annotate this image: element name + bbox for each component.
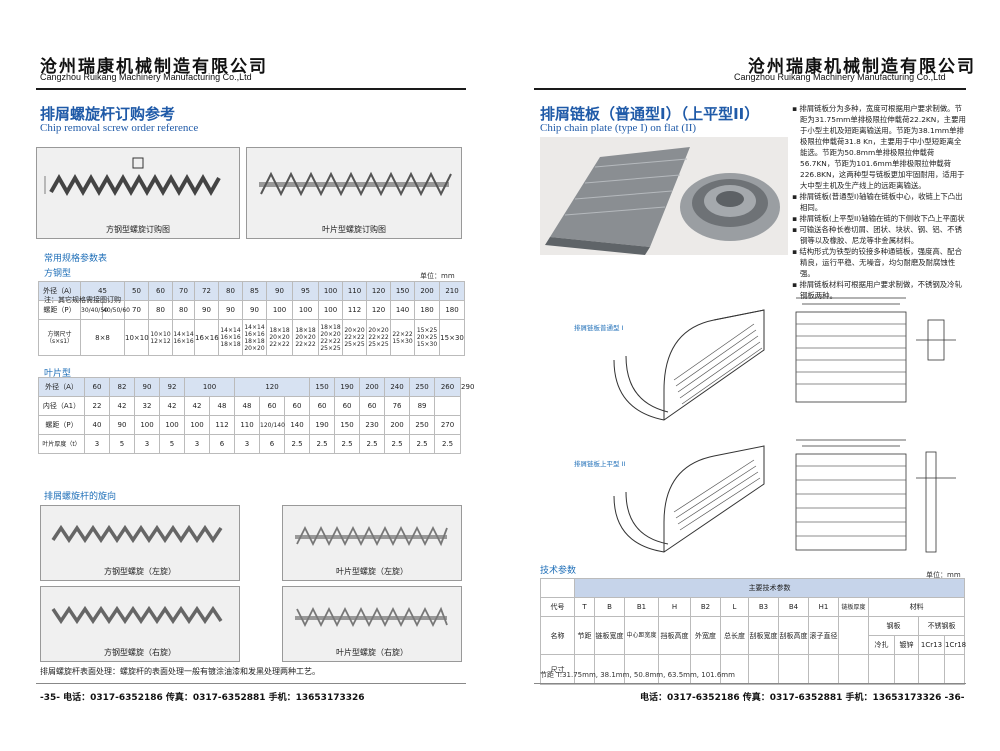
table-row: 外径（A） 60 82 90 92 100 120 150 190 200 24… — [38, 377, 474, 397]
blade-right-label: 叶片型螺旋（右旋） — [336, 648, 408, 657]
right-footer: 电话：0317-6352186 传真：0317-6352881 手机：13653… — [640, 693, 965, 703]
spec-table-heading: 常用规格参数表 — [44, 254, 108, 264]
table-row: 冷扎 镀锌 1Cr13 1Cr18 — [541, 635, 966, 655]
square-left-screw-drawing — [51, 524, 223, 544]
blade-left-rotation-panel: 叶片型螺旋（左旋） — [282, 505, 462, 581]
left-unit: 单位：mm — [420, 272, 455, 280]
blade-screw-order-panel: 叶片型螺旋订购图 — [246, 147, 462, 239]
square-right-rotation-panel: 方钢型螺旋（右旋） — [40, 586, 240, 662]
list-item: ▪ 排屑链板材料可根据用户要求制做，不锈钢及冷轧钢板两种。 — [792, 280, 962, 300]
square-screw-order-panel: 方钢型螺旋订购图 — [36, 147, 240, 239]
blade-spec-table: 外径（A） 60 82 90 92 100 120 150 190 200 24… — [38, 377, 474, 454]
blade-screw-drawing — [259, 171, 452, 197]
left-footer: -35- 电话：0317-6352186 传真：0317-6352881 手机：… — [40, 693, 365, 703]
tech-params-heading: 技术参数 — [540, 566, 577, 576]
table-row: 尺寸 — [540, 654, 966, 685]
rotation-heading: 排屑螺旋杆的旋向 — [44, 492, 117, 502]
chain-plate-photo-drawing — [545, 147, 780, 255]
list-item: ▪ 可输送各种长卷切屑、团状、块状、钢、铝、不锈钢等以及橡胶、尼龙等非金属材料。 — [792, 225, 962, 245]
left-company-en: Cangzhou Ruikang Machinery Manufacturing… — [40, 72, 252, 82]
left-section-title: 排屑螺旋杆订购参考 — [40, 105, 176, 123]
right-company-name: 沧州瑞康机械制造有限公司 — [748, 57, 976, 77]
tech-params-table: 主要技术参数 代号 T B B1 H B2 L B3 B4 H1 链板厚度 材料… — [540, 578, 966, 685]
table-row: 名称 节距 链板宽度 中心距宽度 挡板高度 外宽度 总长度 刮板宽度 刮板高度 … — [540, 616, 966, 655]
blade-right-screw-drawing — [295, 606, 448, 628]
chain-type-1-drawing — [613, 309, 765, 421]
table-row: 螺距（P） 40 90 100 100 100 112 110 120/140 … — [38, 415, 462, 435]
table-row: 代号 T B B1 H B2 L B3 B4 H1 链板厚度 材料 — [540, 597, 966, 617]
right-header-rule — [534, 88, 966, 90]
chain-plate-description: ▪ 排屑链板分为多种，宽度可根据用户要求制做。节距为31.75mm单排极限拉伸载… — [792, 103, 968, 301]
right-company-en: Cangzhou Ruikang Machinery Manufacturing… — [734, 72, 946, 82]
table-row: 内径（A1） 22 42 32 42 42 48 48 60 60 60 60 … — [38, 396, 462, 416]
list-item: ▪ 结构形式为铁型的铰接多种通链板，强度高、配合精良，运行平稳、无噪音，均匀耐磨… — [792, 247, 962, 278]
right-section-title: 排屑链板（普通型I）（上平型II） — [540, 105, 760, 123]
table-row: 叶片厚度（t） 3 5 3 5 3 6 3 6 2.5 2.5 2.5 2.5 … — [38, 434, 462, 454]
type-1-drawing-label: 排屑链板普通型 I — [574, 324, 624, 332]
list-item: ▪ 排屑链板(普通型I)轴输在链板中心，收链上下凸出相同。 — [792, 192, 963, 212]
blade-type-heading: 叶片型 — [44, 369, 72, 379]
square-spec-table: 外径（A） 45 50 60 70 72 80 85 90 95 100 110… — [38, 281, 466, 356]
square-right-screw-drawing — [51, 605, 223, 625]
right-footer-rule — [534, 683, 966, 684]
left-company-name: 沧州瑞康机械制造有限公司 — [40, 57, 268, 77]
blade-left-screw-drawing — [295, 525, 448, 547]
type-2-drawing-label: 排屑链板上平型 II — [574, 460, 626, 468]
square-left-rotation-panel: 方钢型螺旋（左旋） — [40, 505, 240, 581]
square-type-heading: 方钢型 — [44, 269, 72, 279]
chain-plan-view-2 — [795, 439, 956, 553]
table-row: 方钢尺寸（s×s1） 8×8 10×10 10×10 12×12 14×14 1… — [38, 319, 466, 356]
blade-screw-label: 叶片型螺旋订购图 — [322, 225, 386, 234]
left-section-title-en: Chip removal screw order reference — [40, 122, 199, 134]
left-footer-rule — [36, 683, 466, 684]
custom-order-note: 注：其它规格需接图订购 — [44, 296, 121, 304]
table-row: 主要技术参数 — [540, 578, 966, 598]
square-right-label: 方钢型螺旋（右旋） — [104, 648, 176, 657]
right-unit: 单位：mm — [926, 571, 961, 579]
table-row: 外径（A） 45 50 60 70 72 80 85 90 95 100 110… — [38, 281, 466, 301]
chain-plate-photo — [540, 137, 788, 255]
list-item: ▪ 排屑链板(上平型II)轴输在链的下侧收下凸上平面状 — [792, 214, 965, 223]
pitch-note: 节距 T:31.75mm, 38.1mm, 50.8mm, 63.5mm, 10… — [540, 671, 735, 679]
blade-right-rotation-panel: 叶片型螺旋（右旋） — [282, 586, 462, 662]
blade-left-label: 叶片型螺旋（左旋） — [336, 567, 408, 576]
square-left-label: 方钢型螺旋（左旋） — [104, 567, 176, 576]
surface-treatment-note: 排屑螺旋杆表面处理：螺旋杆的表面处理一般有镀涂油漆和发黑处理两种工艺。 — [40, 667, 320, 676]
left-header-rule — [36, 88, 466, 90]
square-screw-drawing — [44, 157, 221, 197]
chain-plan-view-1 — [795, 297, 956, 403]
table-row: 螺距（P） 30/40/50 40/50/60 70 80 80 90 90 9… — [38, 300, 466, 320]
list-item: ▪ 排屑链板分为多种，宽度可根据用户要求制做。节距为31.75mm单排极限拉伸载… — [792, 104, 966, 190]
chain-type-2-drawing — [613, 445, 765, 553]
right-section-title-en: Chip chain plate (type I) on flat (II) — [540, 122, 697, 134]
square-screw-label: 方钢型螺旋订购图 — [106, 225, 170, 234]
